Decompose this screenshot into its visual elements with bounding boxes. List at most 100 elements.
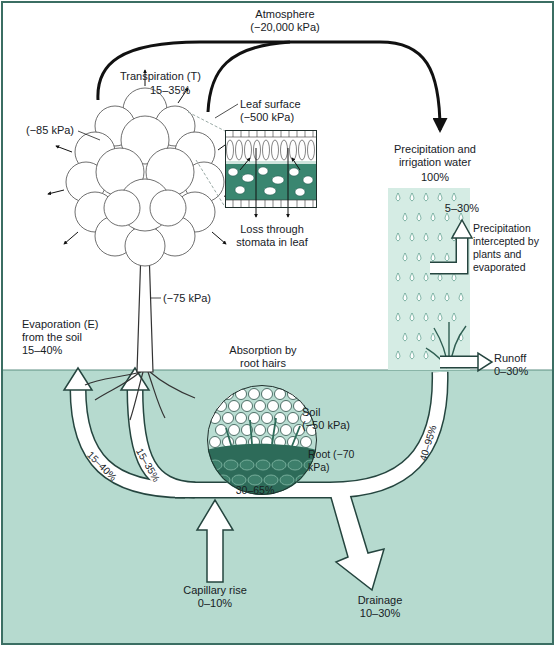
leaf-section [228, 168, 238, 176]
raindrop [396, 313, 400, 321]
leaf-section [225, 200, 317, 208]
root-section [256, 460, 270, 470]
root-section [281, 425, 292, 436]
leaf-section [235, 186, 245, 194]
root-section [223, 413, 234, 424]
leaf-section [272, 176, 284, 184]
root-section [281, 401, 292, 412]
root-section [208, 460, 318, 485]
raindrop [424, 351, 428, 359]
leaf-section [225, 130, 317, 217]
leaf-section [292, 158, 300, 170]
leaf-section [227, 140, 315, 160]
root-section [272, 418, 276, 444]
inset-caption: Loss through stomata in leaf [226, 223, 318, 249]
raindrop [445, 253, 449, 261]
root-inset-circle: Absorption by root hairsSoil(−50 kPa)Roo… [207, 385, 317, 495]
raindrop [424, 233, 428, 241]
zoom-line [188, 112, 225, 131]
interception-arrow [430, 236, 462, 268]
raindrop [438, 233, 442, 241]
root-section [288, 389, 299, 400]
flow-name: Precipitation and irrigation water [379, 143, 491, 169]
root-section [250, 420, 252, 444]
leaf-section [290, 140, 297, 160]
potential-value: (−85 kPa) [26, 124, 86, 137]
root-section [249, 389, 260, 400]
tree-root [150, 372, 195, 398]
leader-line [150, 298, 161, 299]
raindrop [396, 273, 400, 281]
raindrop [445, 213, 449, 221]
raindrop [459, 293, 463, 301]
root-section [268, 401, 279, 412]
soil-flow-band [135, 388, 195, 490]
capillary-arrow [197, 500, 233, 582]
region-name: Atmosphere [225, 8, 345, 21]
leaf-section [245, 140, 252, 160]
tree-crown [150, 190, 186, 226]
vapour-arrow [212, 232, 226, 244]
leader-line [78, 131, 100, 140]
zoom-line [188, 112, 225, 207]
root-section [242, 401, 253, 412]
raindrop [438, 313, 442, 321]
flow-name: Runoff [494, 352, 544, 365]
potential-value: (−50 kPa) [302, 419, 362, 432]
root-section [226, 428, 232, 448]
raindrop [410, 233, 414, 241]
leaf-section [272, 140, 279, 160]
raindrop [396, 233, 400, 241]
root-section [288, 413, 299, 424]
root-section [210, 389, 221, 400]
flow-percent: 15–35% [150, 84, 210, 97]
vapour-arrow [56, 146, 72, 152]
tree-root [130, 372, 143, 420]
flow-percent: 5–30% [440, 202, 484, 215]
leaf-section [295, 188, 305, 196]
runoff-arrow [478, 353, 492, 371]
flow-percent: 15–40% [84, 448, 119, 483]
raindrop [396, 351, 400, 359]
leaf-section [299, 140, 306, 160]
flow-percent: 0–10% [165, 597, 265, 610]
part-name: Leaf surface [240, 98, 320, 111]
part-name: Root (−70 kPa) [308, 448, 362, 474]
vapour-arrow [48, 190, 64, 194]
leaf-section [263, 140, 270, 160]
raindrop [431, 293, 435, 301]
root-section [275, 389, 286, 400]
soil-flow-band [135, 388, 195, 490]
root-section [272, 460, 286, 470]
raindrop [424, 273, 428, 281]
flow-percent: 0–30% [494, 365, 544, 378]
root-section [200, 383, 325, 500]
tree-trunk [137, 250, 153, 372]
leaf-section [289, 168, 299, 176]
atmosphere-cycle-arrow [98, 42, 440, 130]
raindrop [410, 273, 414, 281]
leader-line [78, 104, 238, 298]
tree-crown [104, 190, 140, 226]
leaf-section [303, 176, 313, 184]
raindrop [403, 293, 407, 301]
leaf-section [254, 140, 261, 160]
flow-name: Transpiration (T) [120, 70, 220, 83]
raindrop [438, 193, 442, 201]
leader-line [215, 104, 238, 118]
raindrop [403, 253, 407, 261]
flow-name: Capillary rise [165, 584, 265, 597]
flow-percent: 15–40% [22, 344, 82, 357]
root-section [255, 401, 266, 412]
flow-name: Precipitation intercepted by plants and … [473, 222, 549, 274]
vapour-arrow [64, 232, 78, 244]
leaf-section [240, 148, 300, 217]
root-section [280, 475, 294, 485]
root-section [262, 413, 273, 424]
interception-arrow [430, 236, 462, 268]
raindrop [452, 193, 456, 201]
leaf-section [236, 140, 243, 160]
root-section [262, 389, 273, 400]
tree-root [85, 372, 195, 420]
